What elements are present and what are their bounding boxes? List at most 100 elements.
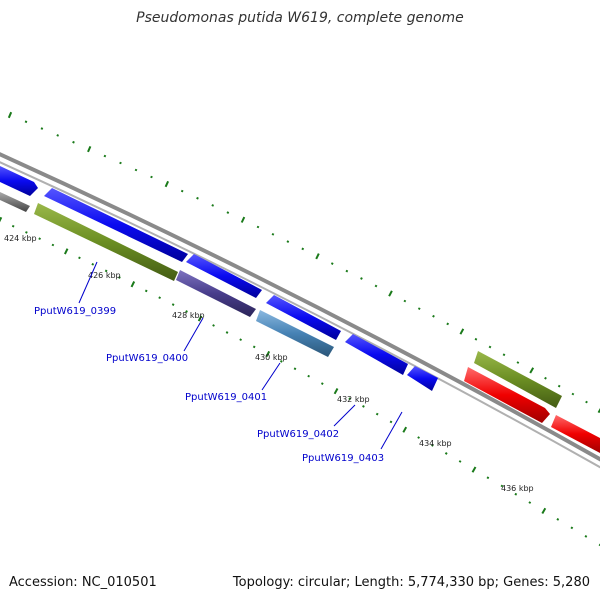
minor-tick <box>104 269 108 273</box>
minor-tick <box>226 211 230 214</box>
gene-arrow[interactable] <box>474 351 562 408</box>
scale-label: 424 kbp <box>4 234 37 243</box>
major-tick <box>87 146 92 153</box>
gene-arrow[interactable] <box>345 334 408 375</box>
major-tick <box>240 216 246 223</box>
minor-tick <box>417 307 421 310</box>
major-tick <box>7 111 13 119</box>
gene-arrow[interactable] <box>0 192 30 212</box>
minor-tick <box>362 405 365 408</box>
minor-tick <box>570 526 574 530</box>
minor-tick <box>171 303 175 306</box>
scale-label: 430 kbp <box>255 353 288 362</box>
minor-tick <box>360 277 363 280</box>
minor-tick <box>516 361 520 364</box>
major-tick <box>315 253 320 260</box>
gene-leader-lines <box>78 261 403 450</box>
minor-tick <box>488 345 492 349</box>
minor-tick <box>144 289 148 293</box>
gene-arrow[interactable] <box>256 310 334 357</box>
minor-tick <box>196 196 199 200</box>
minor-tick <box>185 310 188 313</box>
scale-label: 428 kbp <box>172 311 205 320</box>
major-tick <box>197 315 203 322</box>
minor-tick <box>571 392 575 396</box>
inner-dotted-ring <box>0 216 600 547</box>
gene-label[interactable]: PputW619_0400 <box>106 353 188 364</box>
gene-arrow[interactable] <box>0 166 38 196</box>
minor-tick <box>180 189 184 193</box>
outer-dotted-ring <box>7 111 600 414</box>
major-tick <box>265 350 271 358</box>
forward-strand-genes <box>0 166 562 408</box>
minor-tick <box>486 476 490 480</box>
minor-tick <box>403 299 407 303</box>
map-title: Pseudomonas putida W619, complete genome <box>136 10 464 26</box>
gene-arrow[interactable] <box>551 415 600 453</box>
minor-tick <box>280 360 283 363</box>
gene-label[interactable]: PputW619_0399 <box>34 306 116 317</box>
minor-tick <box>40 127 44 130</box>
minor-tick <box>446 322 450 326</box>
gene-arrow[interactable] <box>34 203 178 281</box>
minor-tick <box>271 232 275 236</box>
scale-label: 434 kbp <box>419 439 452 448</box>
minor-tick <box>307 374 310 378</box>
minor-tick <box>103 154 107 158</box>
minor-tick <box>474 337 478 341</box>
genome-summary-text: Topology: circular; Length: 5,774,330 bp… <box>232 575 590 590</box>
minor-tick <box>375 412 379 416</box>
minor-tick <box>225 331 229 334</box>
minor-tick <box>51 243 55 247</box>
gene-arrow[interactable] <box>407 366 438 391</box>
minor-tick <box>585 400 588 404</box>
gene-label[interactable]: PputW619_0402 <box>257 429 339 440</box>
minor-tick <box>11 224 15 228</box>
major-tick <box>0 216 3 223</box>
gene-label[interactable]: PputW619_0403 <box>302 453 384 464</box>
gene-label[interactable]: PputW619_0401 <box>185 392 267 403</box>
minor-tick <box>78 256 81 260</box>
minor-tick <box>256 225 260 229</box>
major-tick <box>63 248 69 255</box>
major-tick <box>130 281 136 288</box>
minor-tick <box>25 231 28 234</box>
scale-label: 436 kbp <box>501 484 534 493</box>
scale-label: 432 kbp <box>337 395 370 404</box>
major-tick <box>459 328 465 335</box>
gene-arrow[interactable] <box>266 295 341 340</box>
minor-tick <box>91 262 95 266</box>
minor-tick <box>72 140 75 144</box>
minor-tick <box>544 376 547 380</box>
minor-tick <box>417 436 420 439</box>
minor-tick <box>330 262 334 265</box>
minor-tick <box>348 397 352 401</box>
minor-tick <box>56 134 60 137</box>
minor-tick <box>239 338 242 341</box>
minor-tick <box>119 161 122 165</box>
minor-tick <box>293 367 297 371</box>
minor-tick <box>374 284 378 288</box>
reverse-strand-genes <box>0 192 600 453</box>
scale-label: 426 kbp <box>88 271 121 280</box>
gene-arrow[interactable] <box>186 254 262 298</box>
minor-tick <box>431 444 434 447</box>
minor-tick <box>345 269 349 273</box>
gene-arrow[interactable] <box>176 270 256 317</box>
gene-arrow[interactable] <box>464 367 550 423</box>
major-tick <box>164 180 170 188</box>
major-tick <box>597 407 600 414</box>
minor-tick <box>38 237 41 241</box>
gene-arrow[interactable] <box>44 188 188 262</box>
major-tick <box>471 466 477 473</box>
minor-tick <box>150 175 153 179</box>
minor-tick <box>158 296 161 300</box>
minor-tick <box>528 501 532 504</box>
major-tick <box>529 367 535 374</box>
minor-tick <box>557 384 561 388</box>
gene-labels: PputW619_0399 PputW619_0400 PputW619_040… <box>34 306 384 464</box>
minor-tick <box>134 168 138 172</box>
major-tick <box>333 388 339 395</box>
major-tick <box>388 290 393 297</box>
minor-tick <box>211 204 215 207</box>
